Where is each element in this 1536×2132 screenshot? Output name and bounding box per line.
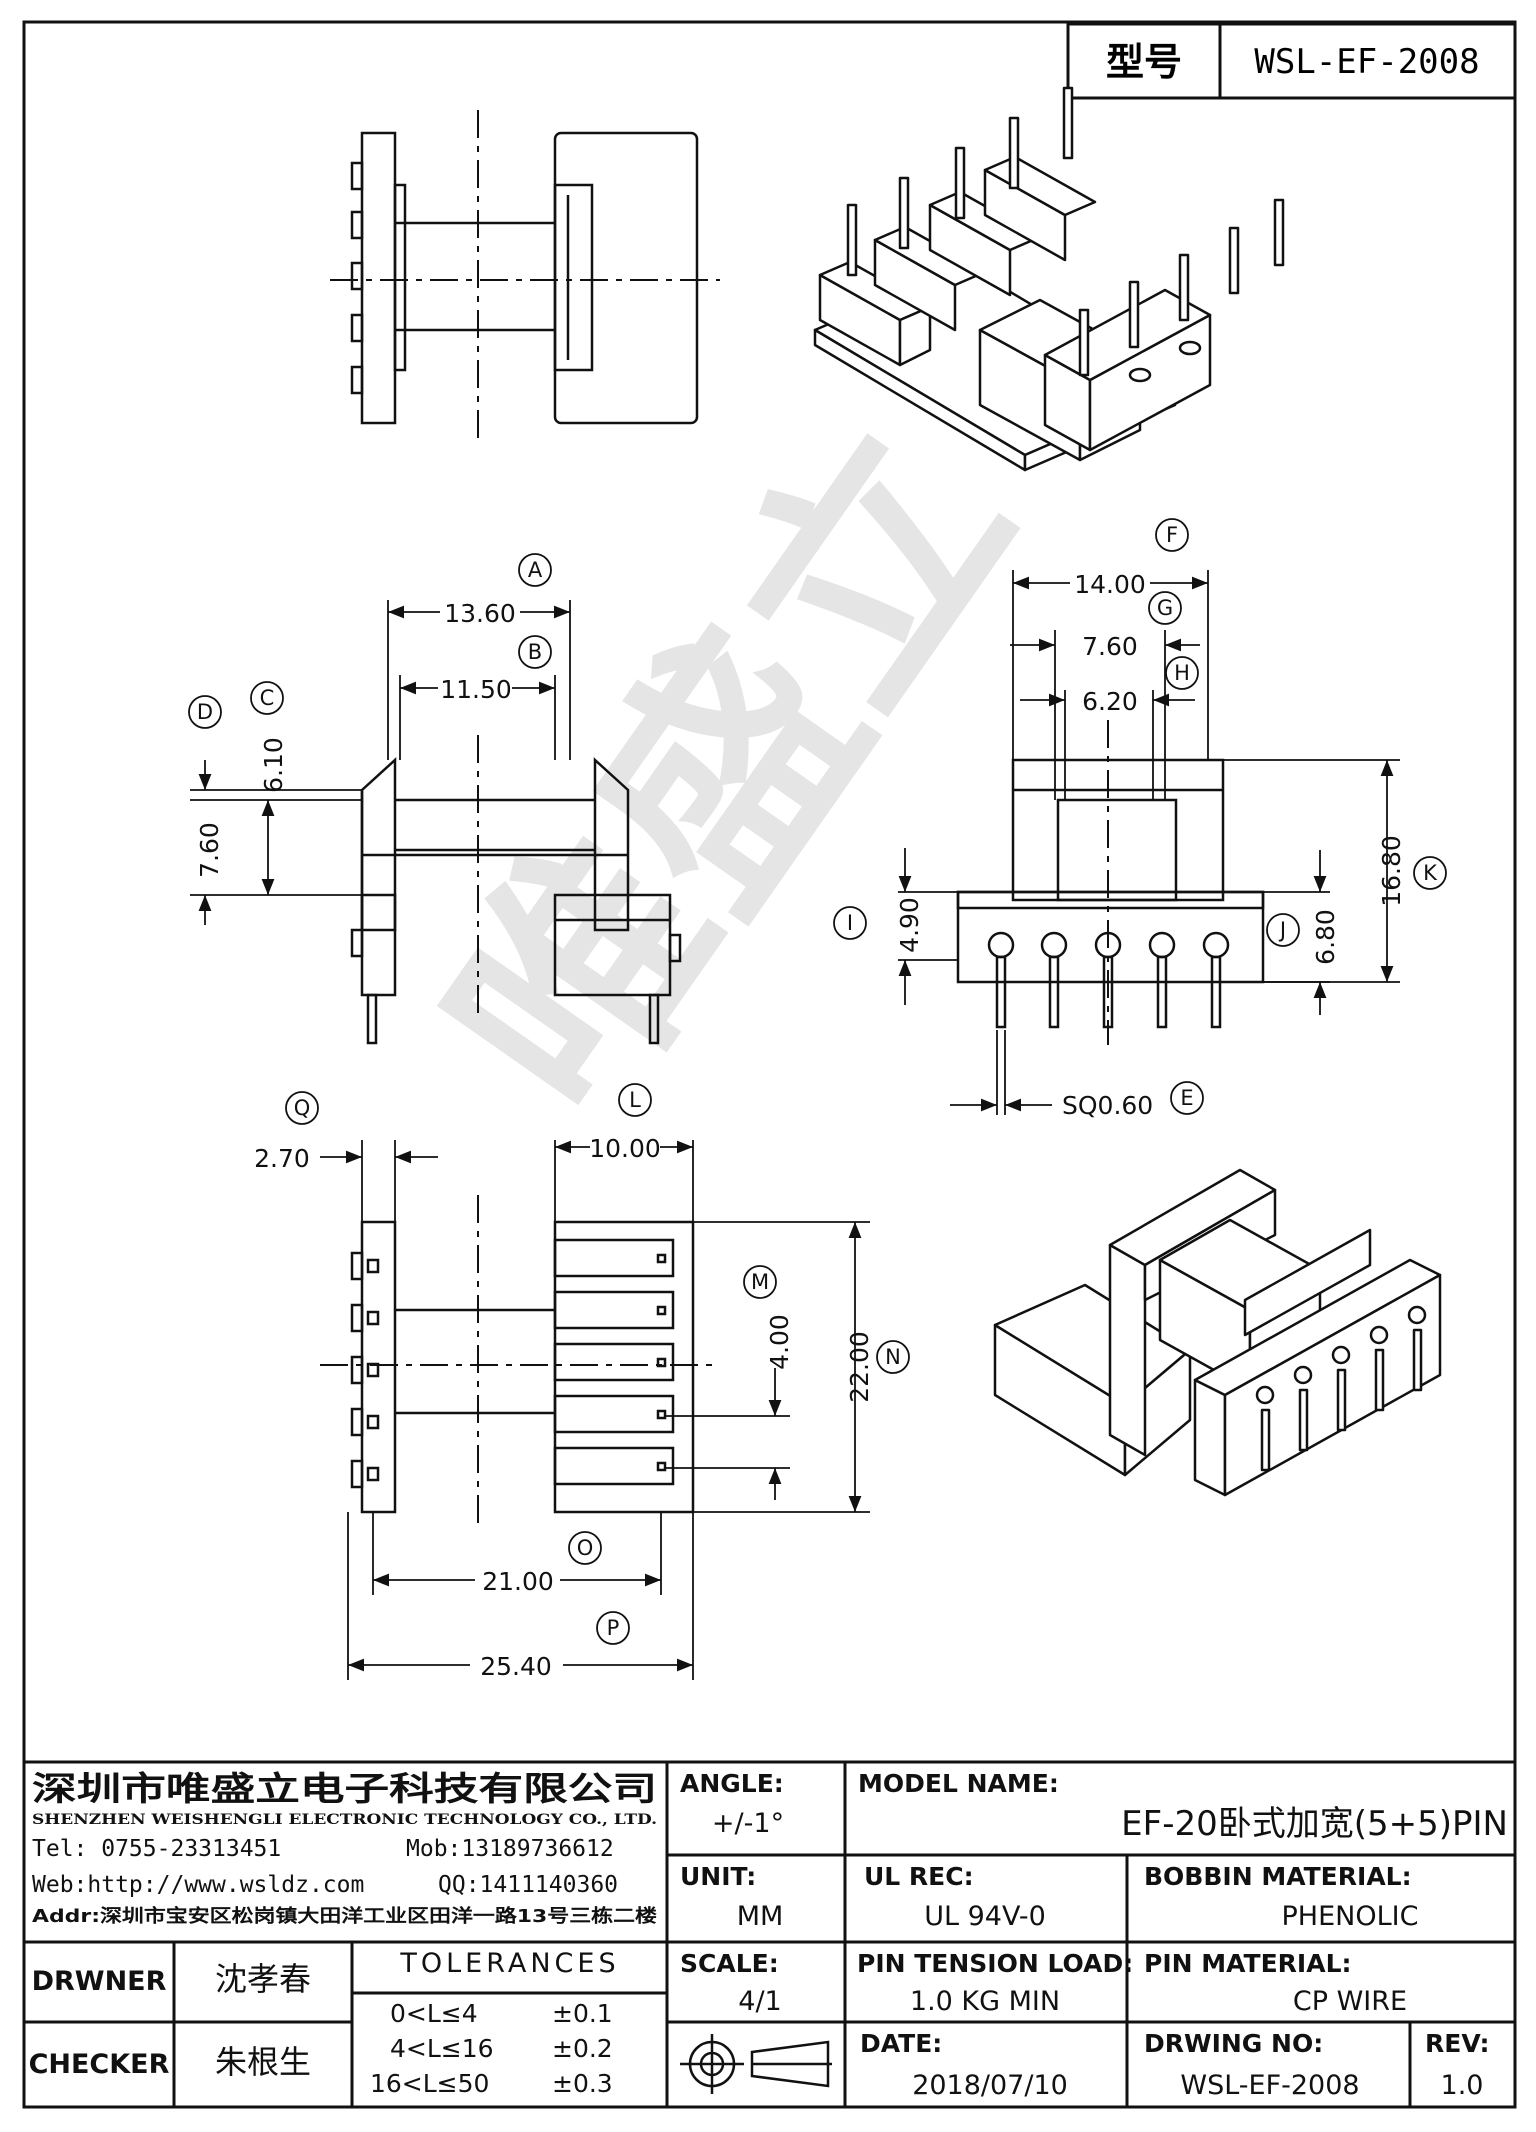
unit-value: MM	[737, 1901, 784, 1932]
rev-value: 1.0	[1441, 2070, 1484, 2101]
callout-d: D	[197, 700, 213, 724]
callout-h: H	[1174, 661, 1190, 685]
tol-range-1: 0<L≤4	[390, 1999, 478, 2028]
drwner-label: DRWNER	[32, 1966, 167, 1997]
callout-i: I	[847, 911, 853, 935]
pin-material-value: CP WIRE	[1293, 1986, 1407, 2017]
callout-n: N	[885, 1345, 901, 1369]
model-name-value: EF-20卧式加宽(5+5)PIN	[1121, 1804, 1508, 1844]
company-name-en: SHENZHEN WEISHENGLI ELECTRONIC TECHNOLOG…	[32, 1812, 657, 1828]
company-name-cn: 深圳市唯盛立电子科技有限公司	[32, 1769, 657, 1808]
dim-value-i: 4.90	[895, 897, 924, 953]
callout-f: F	[1166, 523, 1178, 547]
dim-value-q: 2.70	[254, 1144, 310, 1173]
isometric-view-top	[813, 86, 1285, 472]
view-front	[350, 735, 682, 1045]
tol-value-2: ±0.2	[552, 2034, 613, 2063]
tol-value-3: ±0.3	[552, 2069, 613, 2098]
dimension-callouts	[188, 518, 1447, 1645]
dim-value-j: 6.80	[1311, 909, 1340, 965]
ul-label: UL REC:	[864, 1862, 974, 1891]
dim-value-a: 13.60	[444, 599, 516, 628]
tolerances-title: TOLERANCES	[399, 1948, 619, 1979]
date-value: 2018/07/10	[912, 2070, 1068, 2101]
callout-k: K	[1423, 861, 1438, 885]
date-label: DATE:	[860, 2029, 942, 2058]
tol-value-1: ±0.1	[552, 1999, 613, 2028]
company-addr: Addr:深圳市宝安区松岗镇大田洋工业区田洋一路13号三栋二楼	[32, 1905, 657, 1927]
callout-g: G	[1157, 596, 1173, 620]
dim-value-o: 21.00	[482, 1567, 554, 1596]
checker-value: 朱根生	[215, 2043, 311, 2081]
company-tel: Tel: 0755-23313451	[32, 1836, 281, 1862]
company-block: 深圳市唯盛立电子科技有限公司 SHENZHEN WEISHENGLI ELECT…	[32, 1769, 657, 1927]
view-bottom	[320, 1195, 720, 1530]
title-block-grid	[24, 1760, 1515, 2107]
dimension-values: 13.60 11.50 6.10 7.60 SQ0.60 14.00 7.60 …	[195, 570, 1406, 1681]
callout-m: M	[751, 1270, 769, 1294]
checker-label: CHECKER	[29, 2049, 170, 2080]
callout-c: C	[260, 686, 275, 710]
dim-value-g: 7.60	[1082, 632, 1138, 661]
callout-p: P	[607, 1616, 620, 1640]
callout-q: Q	[294, 1096, 311, 1120]
company-mob: Mob:13189736612	[406, 1836, 614, 1862]
bobbin-label: BOBBIN MATERIAL:	[1144, 1862, 1412, 1891]
dim-value-d: 7.60	[195, 822, 224, 878]
dim-value-f: 14.00	[1074, 570, 1146, 599]
bobbin-value: PHENOLIC	[1282, 1901, 1419, 1932]
projection-symbol-icon	[680, 2034, 832, 2094]
sheet-border	[22, 20, 1517, 2109]
rev-label: REV:	[1425, 2029, 1490, 2058]
dim-value-c: 6.10	[259, 737, 288, 793]
model-number: WSL-EF-2008	[1254, 42, 1479, 82]
view-side	[956, 720, 1265, 1045]
company-qq: QQ:1411140360	[438, 1872, 618, 1898]
scale-value: 4/1	[738, 1986, 781, 2017]
callout-l: L	[629, 1088, 641, 1112]
callout-a: A	[528, 558, 543, 582]
callout-o: O	[577, 1536, 594, 1560]
callout-b: B	[528, 640, 542, 664]
dim-value-l: 10.00	[589, 1134, 661, 1163]
drwner-value: 沈孝春	[215, 1960, 311, 1998]
tol-range-2: 4<L≤16	[390, 2034, 494, 2063]
dim-value-b: 11.50	[440, 675, 512, 704]
dimension-lines	[190, 570, 1400, 1680]
angle-value: +/-1°	[712, 1808, 784, 1839]
model-name-label: MODEL NAME:	[858, 1769, 1059, 1798]
angle-label: ANGLE:	[680, 1769, 784, 1798]
dim-value-k: 16.80	[1377, 835, 1406, 907]
drawing-no-value: WSL-EF-2008	[1180, 2070, 1359, 2101]
company-web: Web:http://www.wsldz.com	[32, 1872, 364, 1898]
title-block-text: ANGLE: +/-1° MODEL NAME: EF-20卧式加宽(5+5)P…	[29, 1769, 1508, 2101]
drawing-no-label: DRWING NO:	[1144, 2029, 1323, 2058]
isometric-view-bottom	[993, 1168, 1442, 1497]
dim-value-e: SQ0.60	[1062, 1091, 1153, 1120]
pin-tension-label: PIN TENSION LOAD:	[857, 1949, 1133, 1978]
unit-label: UNIT:	[680, 1862, 756, 1891]
dimension-letters: A B C D E F G H I J K L M N O P Q	[197, 523, 1438, 1640]
scale-label: SCALE:	[680, 1949, 779, 1978]
model-header: 型号 WSL-EF-2008	[1066, 22, 1517, 100]
ul-value: UL 94V-0	[924, 1901, 1046, 1932]
callout-j: J	[1278, 918, 1286, 942]
pin-tension-value: 1.0 KG MIN	[910, 1986, 1060, 2017]
dim-value-p: 25.40	[480, 1652, 552, 1681]
view-top-outline	[330, 110, 720, 440]
dim-value-h: 6.20	[1082, 687, 1138, 716]
pin-material-label: PIN MATERIAL:	[1144, 1949, 1352, 1978]
tol-range-3: 16<L≤50	[370, 2069, 489, 2098]
dim-value-m: 4.00	[765, 1314, 794, 1370]
callout-e: E	[1180, 1086, 1193, 1110]
dim-value-n: 22.00	[845, 1331, 874, 1403]
model-label: 型号	[1106, 40, 1182, 84]
watermark: 唯盛立	[395, 380, 1064, 1161]
